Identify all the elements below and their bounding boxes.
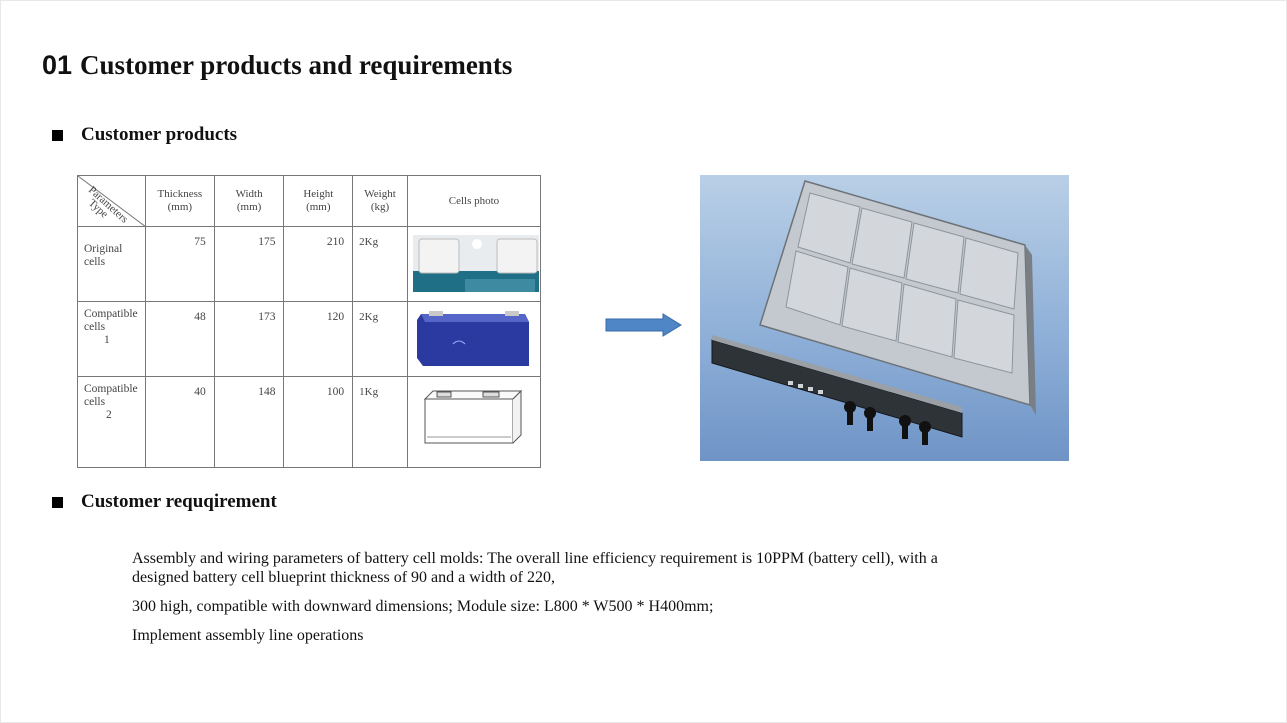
cell-height: 210 (283, 226, 354, 302)
requirement-paragraph-3: Implement assembly line operations (132, 627, 364, 644)
section-requirement-heading: Customer requqirement (52, 491, 277, 513)
cell-weight: 2Kg (352, 301, 408, 377)
cell-thickness: 75 (144, 226, 215, 302)
square-bullet-icon (52, 496, 63, 508)
header-weight-unit: (kg) (370, 201, 390, 213)
row-label-line: Compatible (84, 383, 138, 395)
row-label-line: cells (84, 321, 106, 333)
header-weight: Weight(kg) (352, 175, 408, 227)
header-weight-label: Weight (364, 188, 396, 200)
header-cells-photo: Cells photo (406, 175, 542, 227)
corner-diagonal-line (78, 176, 146, 227)
row-label-line: Original (84, 243, 123, 255)
header-width-label: Width (235, 188, 263, 200)
row-label-line: cells (84, 256, 106, 268)
battery-module-image (711, 180, 1036, 445)
original-cell-photo (412, 235, 539, 292)
section-products-heading: Customer products (52, 124, 237, 146)
page-title: 01 Customer products and requirements (42, 50, 512, 81)
section-products-label: Customer products (81, 124, 238, 145)
cell-width: 173 (213, 301, 285, 377)
title-text: Customer products and requirements (80, 50, 513, 80)
cell-photo-compatible-1 (406, 301, 542, 377)
row-label-line: Compatible (84, 308, 138, 320)
cell-photo-original (406, 226, 542, 302)
cell-thickness: 40 (144, 376, 215, 468)
header-cells-photo-label: Cells photo (448, 194, 500, 207)
cell-width: 148 (213, 376, 285, 468)
arrow-right-icon (605, 313, 682, 337)
table-corner-cell: Parameters Type (77, 175, 146, 227)
header-thickness-unit: (mm) (167, 201, 193, 213)
header-thickness: Thickness(mm) (144, 175, 215, 227)
row-label-line: 1 (104, 334, 110, 346)
compatible-cell-1-photo (416, 311, 529, 366)
cell-thickness: 48 (144, 301, 215, 377)
cell-weight: 1Kg (352, 376, 408, 468)
cell-weight: 2Kg (352, 226, 408, 302)
header-thickness-label: Thickness (157, 188, 203, 200)
table-header-row: Parameters Type Thickness(mm) Width(mm) … (77, 175, 542, 227)
requirement-paragraph-2: 300 high, compatible with downward dimen… (132, 598, 714, 615)
header-height: Height(mm) (283, 175, 354, 227)
header-width: Width(mm) (213, 175, 285, 227)
header-width-unit: (mm) (236, 201, 262, 213)
row-label-line: 2 (106, 409, 112, 421)
cell-width: 175 (213, 226, 285, 302)
square-bullet-icon (52, 129, 63, 141)
requirement-paragraph-1: Assembly and wiring parameters of batter… (132, 550, 938, 586)
battery-module-render (700, 175, 1069, 461)
row-label-line: cells (84, 396, 106, 408)
cell-parameters-table: Parameters Type Thickness(mm) Width(mm) … (77, 175, 542, 468)
section-requirement-label: Customer requqirement (81, 491, 277, 512)
title-number: 01 (42, 50, 73, 80)
cell-height: 120 (283, 301, 354, 377)
compatible-cell-2-drawing (423, 389, 523, 444)
header-height-label: Height (303, 188, 334, 200)
cell-height: 100 (283, 376, 354, 468)
header-height-unit: (mm) (306, 201, 331, 213)
cell-photo-compatible-2 (406, 376, 542, 468)
